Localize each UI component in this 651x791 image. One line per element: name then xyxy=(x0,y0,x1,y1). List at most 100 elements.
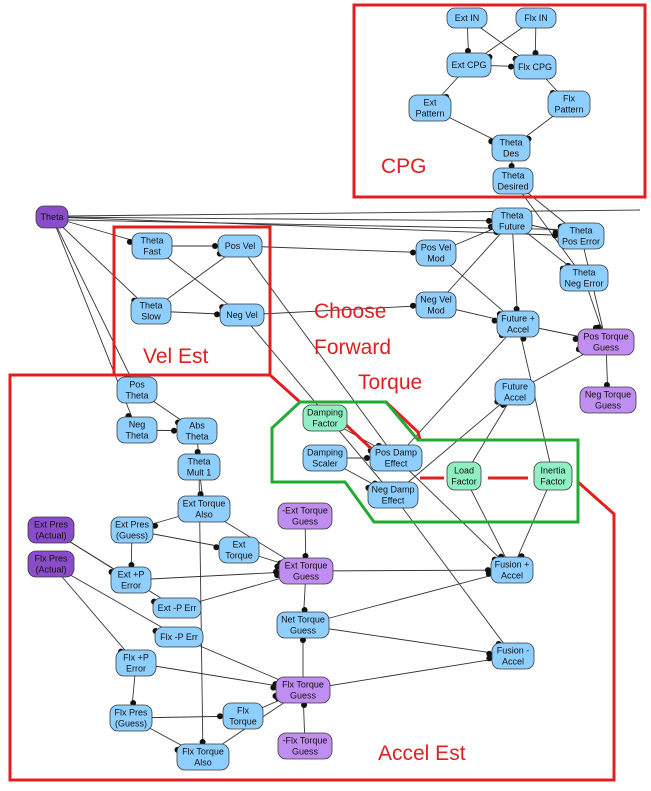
node-label: Abs xyxy=(189,421,205,431)
node-shape xyxy=(557,222,605,250)
edge-terminal xyxy=(128,562,135,569)
node-label: Fast xyxy=(143,247,161,257)
node-label: Theta xyxy=(125,431,148,441)
accel-est-label: Accel Est xyxy=(378,742,466,765)
node-ext-cpg[interactable]: Ext CPG xyxy=(446,52,492,78)
node-ext-in[interactable]: Ext IN xyxy=(446,7,488,29)
node-label: Theta xyxy=(187,457,210,467)
node-flx-pres-guess[interactable]: Flx Pres(Guess) xyxy=(109,704,153,732)
node-future-plus-accel[interactable]: Future +Accel xyxy=(496,310,540,338)
node-shape xyxy=(116,416,158,444)
edge-terminal xyxy=(508,163,515,170)
node-ext-pres-actual[interactable]: Ext Pres(Actual) xyxy=(27,516,75,544)
edge-terminal xyxy=(301,607,308,614)
node-label: Mult 1 xyxy=(187,468,212,478)
node-label: Des xyxy=(503,149,520,159)
node-ext-minus-p-err[interactable]: Ext -P Err xyxy=(152,597,202,619)
node-label: Flx xyxy=(563,94,575,104)
node-shape xyxy=(275,676,331,704)
node-flx-in[interactable]: Flx IN xyxy=(515,7,557,29)
node-label: Effect xyxy=(382,496,405,506)
edge-terminal xyxy=(486,655,493,662)
node-flx-pres-actual[interactable]: Flx Pres(Actual) xyxy=(27,550,75,578)
node-fusion-plus-accel[interactable]: Fusion +Accel xyxy=(490,556,534,584)
edge-neg_damp_effect-to-future_accel xyxy=(392,391,516,496)
cpg-label: CPG xyxy=(381,155,427,178)
edge-terminal xyxy=(212,243,218,249)
node-label: Pos Vel xyxy=(225,241,256,251)
node-label: Error xyxy=(121,581,141,591)
node-label: Scaler xyxy=(312,459,338,469)
node-pos-vel[interactable]: Pos Vel xyxy=(217,234,263,258)
edge-terminal xyxy=(552,229,559,236)
node-label: Torque xyxy=(229,717,257,727)
node-ext-pres-guess[interactable]: Ext Pres(Guess) xyxy=(110,516,154,544)
node-label: Accel xyxy=(502,657,524,667)
edge-neg_vel-to-neg_vel_mod xyxy=(241,304,437,316)
node-label: Ext Pres xyxy=(34,520,69,530)
node-shape xyxy=(110,566,152,594)
node-neg-vel[interactable]: Neg Vel xyxy=(219,303,265,327)
node-theta[interactable]: Theta xyxy=(35,205,69,229)
node-flx-cpg[interactable]: Flx CPG xyxy=(513,54,557,80)
node-label: Accel xyxy=(504,393,526,403)
node-shape xyxy=(109,704,153,732)
node-label: Also xyxy=(195,510,213,520)
node-shape xyxy=(115,649,157,677)
node-shape xyxy=(35,205,69,229)
edge-terminal xyxy=(126,238,133,245)
edge-terminal xyxy=(410,249,417,256)
node-label: Ext xyxy=(232,540,246,550)
node-shape xyxy=(491,134,531,162)
edge-pos_damp_effect-to-future_plus_accel xyxy=(395,323,519,459)
node-shape xyxy=(219,303,265,327)
node-shape xyxy=(415,239,457,267)
node-shape xyxy=(277,502,333,530)
edge-theta-to-pos_theta xyxy=(51,216,138,391)
node-fusion-minus-accel[interactable]: Fusion -Accel xyxy=(491,642,535,670)
node-label: Guess xyxy=(292,517,319,527)
node-label: Ext IN xyxy=(455,13,480,23)
edge-terminal xyxy=(485,570,492,577)
node-flx-minus-p-err[interactable]: Flx -P Err xyxy=(154,626,204,648)
edge-terminal xyxy=(171,427,178,434)
node-label: Flx Torque xyxy=(182,747,224,757)
node-shape xyxy=(276,611,330,639)
